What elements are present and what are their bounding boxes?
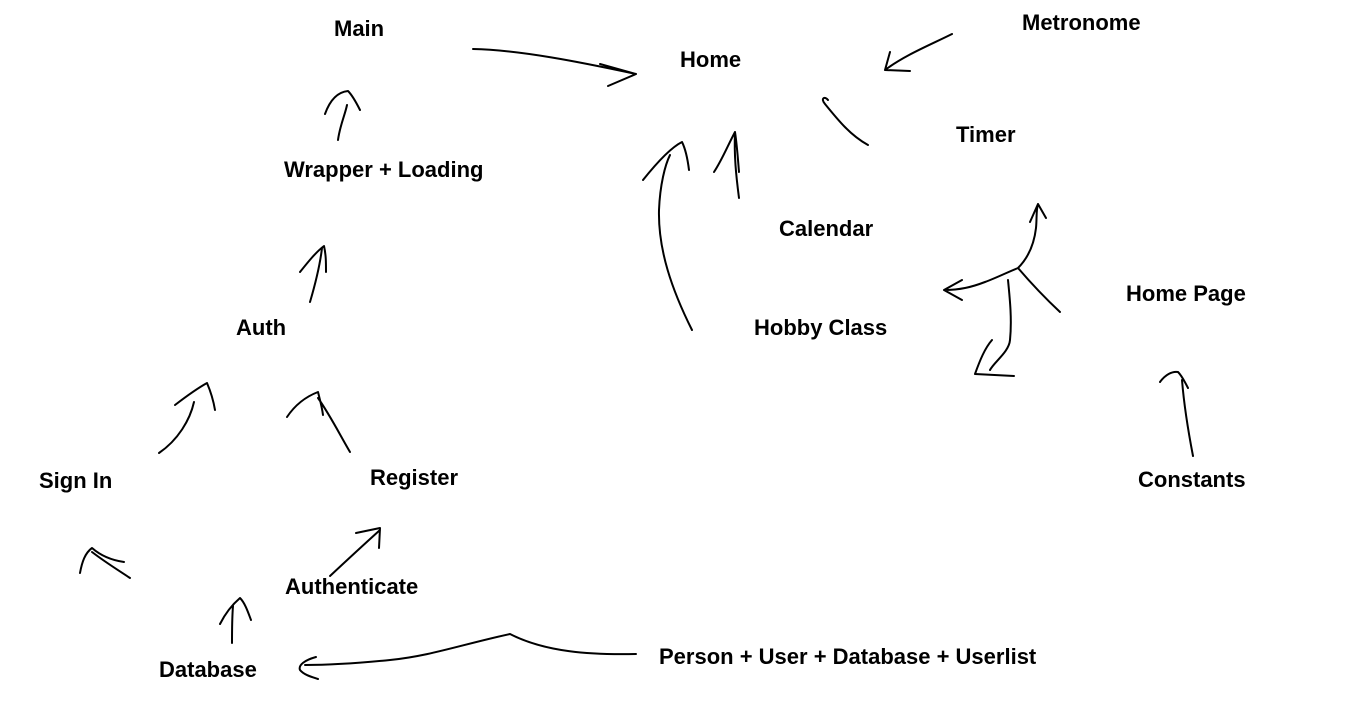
- node-metronome: Metronome: [1022, 10, 1141, 35]
- arrow-signin-to-auth: [158, 382, 216, 454]
- arrow-authenticate-to-register: [329, 527, 381, 577]
- arrow-hobbyclass-to-home: [642, 141, 693, 331]
- node-home-page: Home Page: [1126, 281, 1246, 306]
- node-authenticate: Authenticate: [285, 574, 418, 599]
- arrow-wrapper-to-main: [324, 90, 361, 141]
- arrow-register-to-auth: [286, 391, 351, 453]
- node-wrapper-loading: Wrapper + Loading: [284, 157, 483, 182]
- arrow-metronome-to-home: [884, 33, 953, 72]
- node-constants: Constants: [1138, 467, 1246, 492]
- node-database: Database: [159, 657, 257, 682]
- arrow-auth-to-wrapper: [299, 245, 327, 303]
- arrow-person-to-database: [298, 633, 637, 680]
- arrow-database-to-authenticate: [219, 597, 252, 644]
- node-main: Main: [334, 16, 384, 41]
- arrow-homepage-branches: [943, 203, 1061, 377]
- node-auth: Auth: [236, 315, 286, 340]
- node-calendar: Calendar: [779, 216, 874, 241]
- node-register: Register: [370, 465, 458, 490]
- node-home: Home: [680, 47, 741, 72]
- arrow-calendar-to-home: [713, 131, 740, 199]
- arrow-constants-to-homepage: [1159, 370, 1194, 457]
- node-hobby-class: Hobby Class: [754, 315, 887, 340]
- arrow-database-to-signin: [79, 547, 131, 579]
- node-timer: Timer: [956, 122, 1016, 147]
- arrow-timer-to-home: [821, 96, 869, 146]
- arrow-main-to-home: [472, 48, 637, 87]
- node-sign-in: Sign In: [39, 468, 112, 493]
- node-person-user-database-userlist: Person + User + Database + Userlist: [659, 644, 1037, 669]
